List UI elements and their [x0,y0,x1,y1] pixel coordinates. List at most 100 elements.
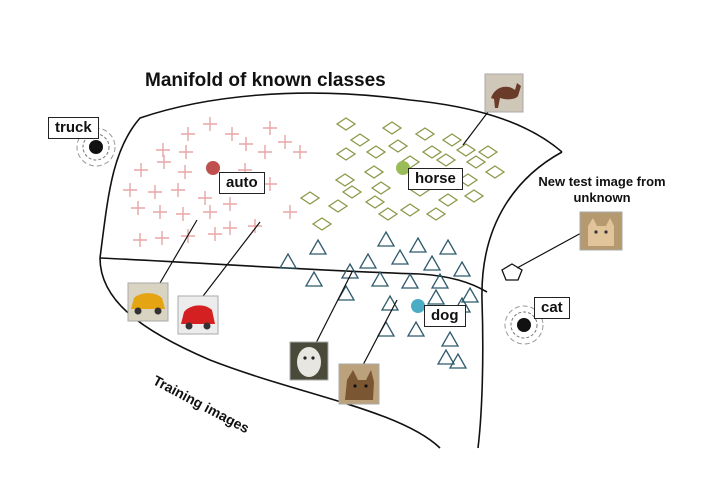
cat-thumbnail [579,211,623,251]
diamond-icon [311,217,333,231]
auto-class-markers [123,117,307,247]
diamond-icon [455,143,477,157]
triangle-icon [422,254,442,271]
diamond-icon [335,117,357,131]
diamond-icon [484,165,506,179]
plus-icon [208,227,222,241]
triangle-icon [278,252,298,269]
triangle-icon [358,252,378,269]
diamond-icon [377,207,399,221]
triangle-icon [460,286,480,303]
plus-icon [134,163,148,177]
triangle-icon [336,284,356,301]
plus-icon [223,197,237,211]
dog-center-dot [411,299,425,313]
diamond-icon [387,139,409,153]
plus-icon [131,201,145,215]
diamond-icon [370,181,392,195]
triangle-icon [308,238,328,255]
manifold-right-edge [477,151,563,449]
plus-icon [153,205,167,219]
plus-icon [223,221,237,235]
plus-icon [123,183,137,197]
triangle-icon [448,352,468,369]
plus-icon [283,205,297,219]
diamond-icon [363,165,385,179]
manifold-bottom-edge [99,257,488,293]
truck-label: truck [48,117,99,139]
plus-icon [203,117,217,131]
auto-label: auto [219,172,265,194]
diamond-icon [334,173,356,187]
auto-thumbnail-yellow-car [127,282,169,322]
diamond-icon [365,145,387,159]
diamond-icon [414,127,436,141]
triangle-icon [304,270,324,287]
plus-icon [258,145,272,159]
auto-thumbnail-red-car [177,295,219,335]
plus-icon [263,177,277,191]
triangle-icon [438,238,458,255]
plus-icon [198,191,212,205]
dog-class-markers [278,230,480,369]
dog-thumbnail-brown [338,363,380,405]
auto-center-dot [206,161,220,175]
manifold-front-fold [99,257,441,449]
triangle-icon [370,270,390,287]
diagram-title: Manifold of known classes [145,70,386,91]
diamond-icon [335,147,357,161]
triangle-icon [376,230,396,247]
diamond-icon [421,145,443,159]
triangle-icon [408,236,428,253]
diamond-icon [341,185,363,199]
plus-icon [156,143,170,157]
plus-icon [181,127,195,141]
triangle-icon [380,294,400,311]
triangle-icon [440,330,460,347]
triangle-icon [376,320,396,337]
dog-label: dog [424,305,466,327]
diamond-icon [425,207,447,221]
plus-icon [157,155,171,169]
diamond-icon [435,153,457,167]
triangle-icon [436,348,456,365]
plus-icon [203,205,217,219]
plus-icon [239,137,253,151]
dog-thumbnail-white [289,341,329,381]
triangle-icon [430,272,450,289]
diamond-icon [399,203,421,217]
diamond-icon [364,195,386,209]
cat-label: cat [534,297,570,319]
diamond-icon [349,133,371,147]
plus-icon [171,183,185,197]
plus-icon [148,185,162,199]
diamond-icon [477,145,499,159]
plus-icon [179,145,193,159]
unknown-test-image-note: New test image from unknown [538,174,666,205]
plus-icon [248,219,262,233]
diamond-icon [437,193,459,207]
diamond-icon [327,199,349,213]
plus-icon [225,127,239,141]
triangle-icon [406,320,426,337]
triangle-icon [452,260,472,277]
plus-icon [133,233,147,247]
plus-icon [278,135,292,149]
plus-icon [178,165,192,179]
horse-thumbnail [484,73,524,113]
triangle-icon [390,248,410,265]
diamond-icon [299,191,321,205]
manifold-outline [99,92,563,259]
plus-icon [293,145,307,159]
diamond-icon [441,133,463,147]
diamond-icon [463,189,485,203]
triangle-icon [426,288,446,305]
plus-icon [155,231,169,245]
cat-target-dot-icon [504,305,544,345]
horse-center-dot [396,161,410,175]
diamond-icon [381,121,403,135]
triangle-icon [340,262,360,279]
diamond-icon [465,155,487,169]
